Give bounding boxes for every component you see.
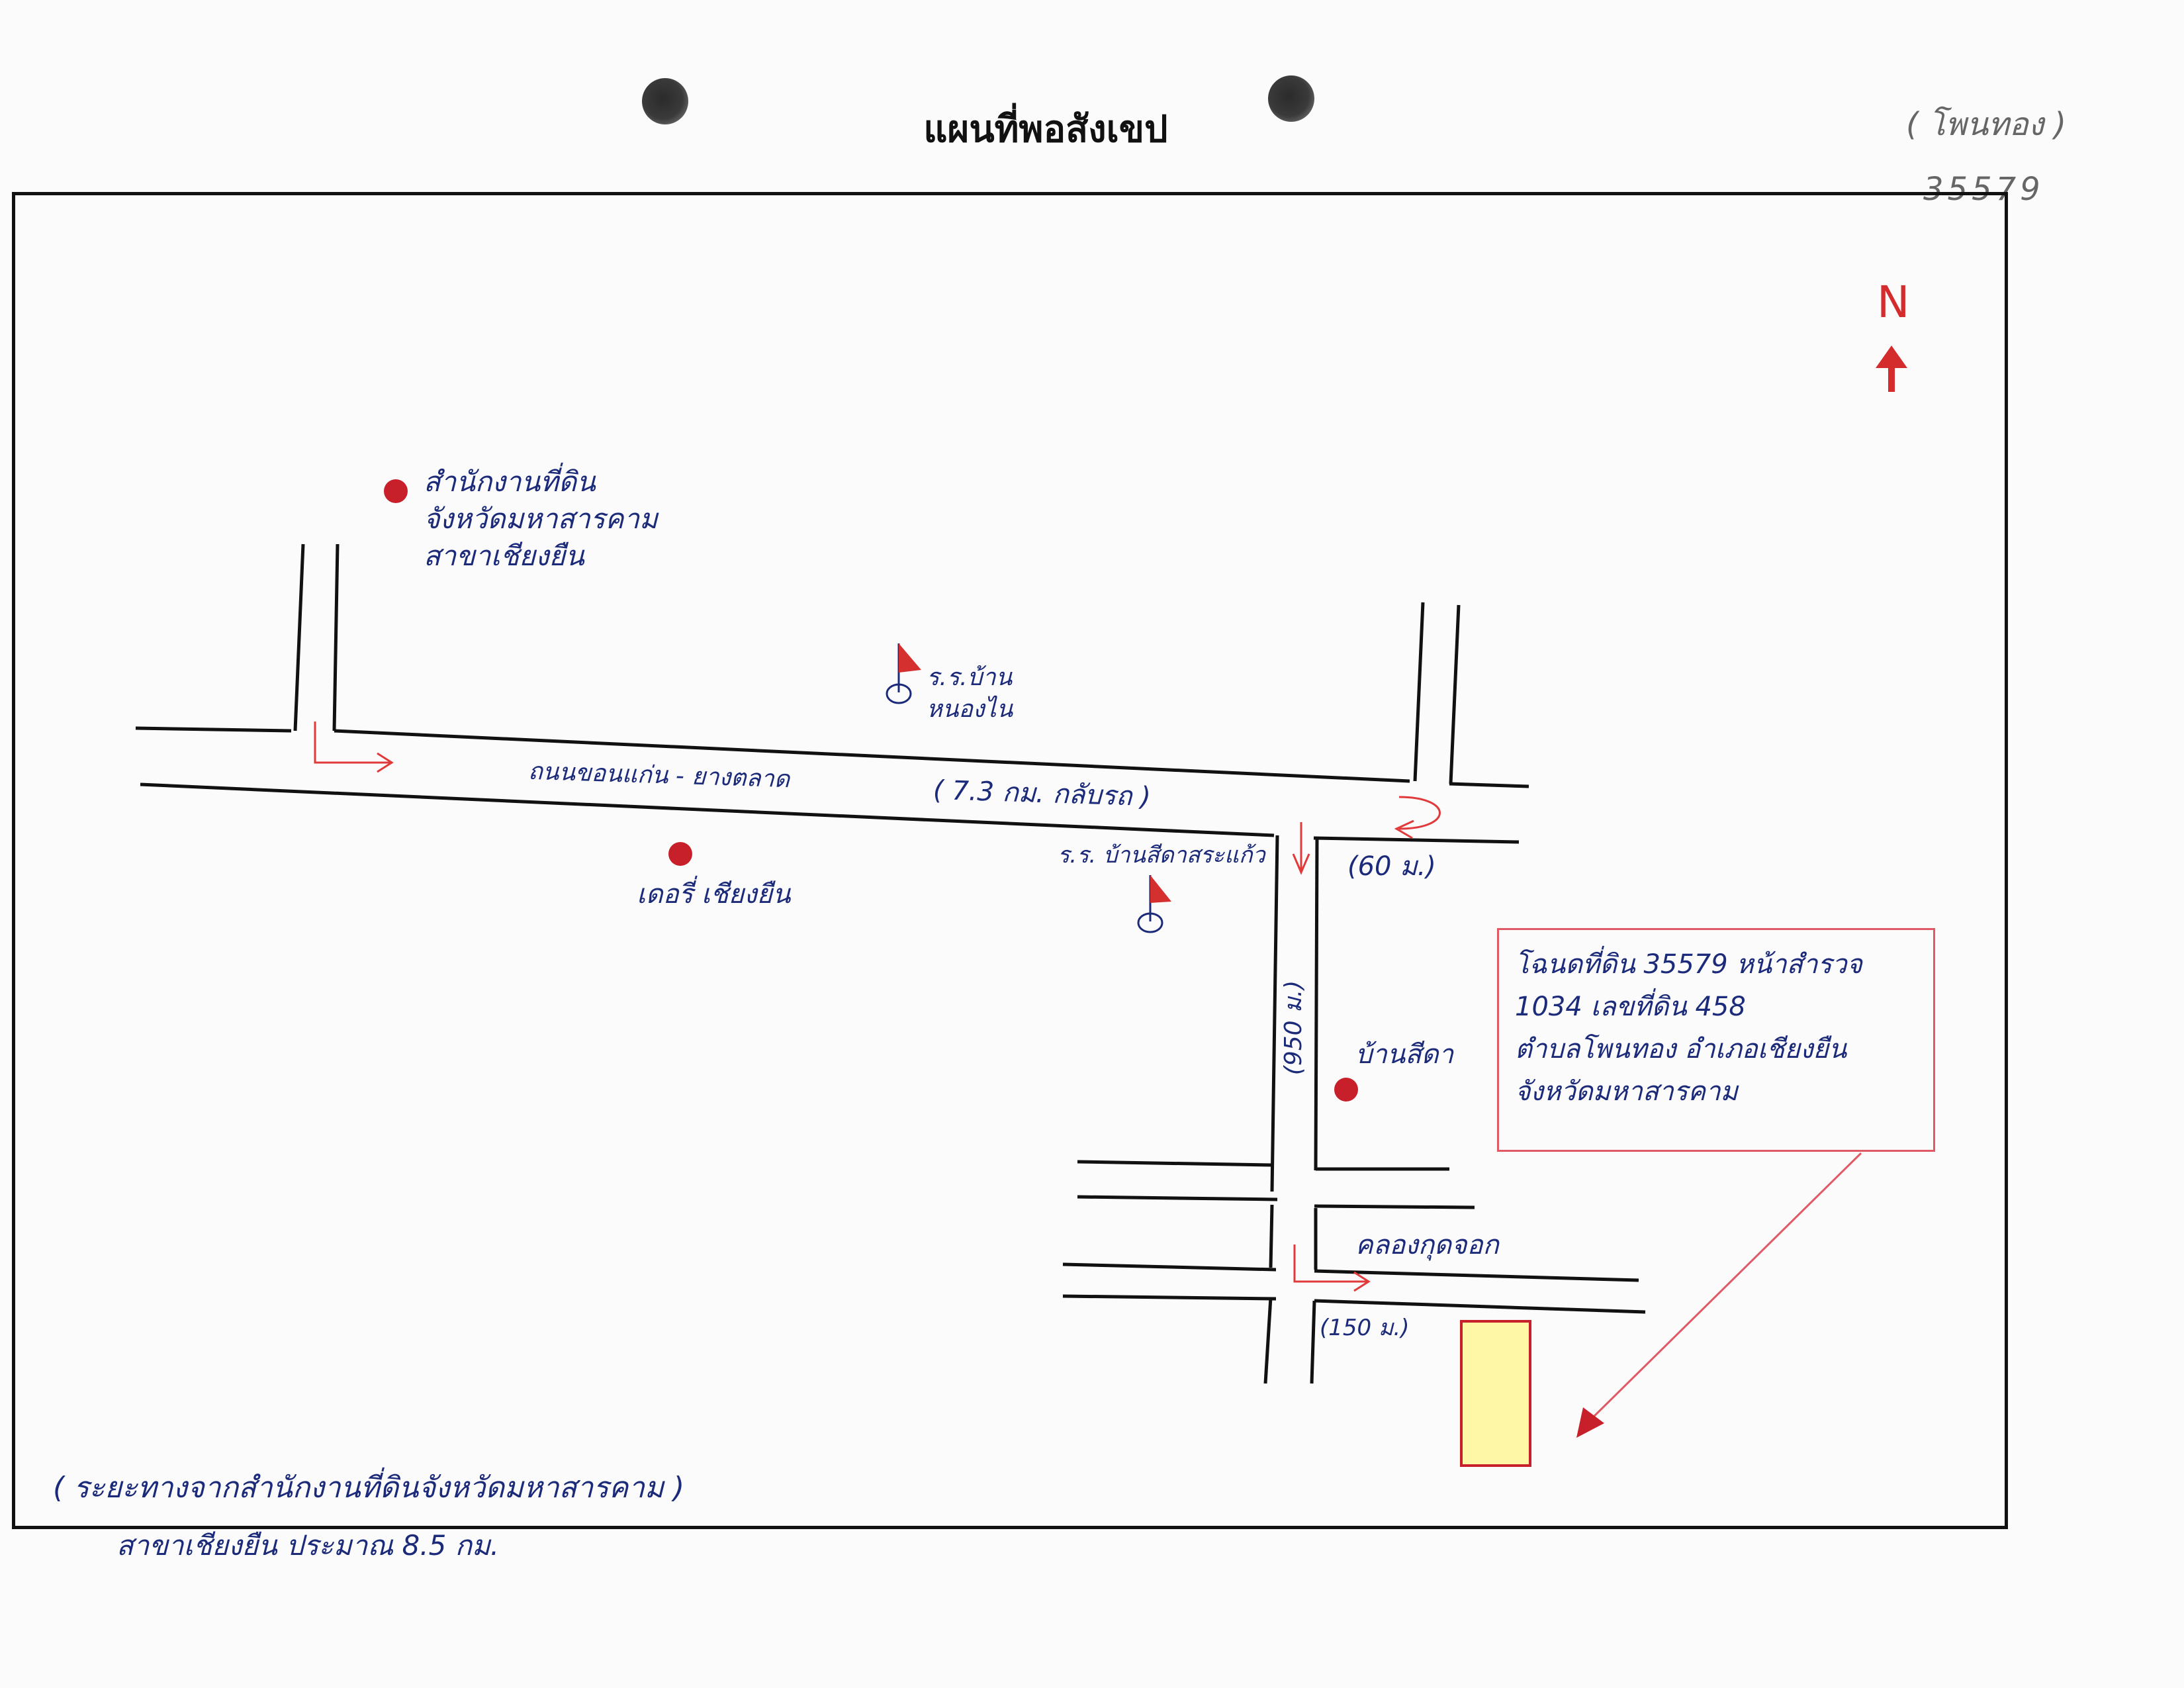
- dairy-queen-marker: [668, 842, 692, 866]
- punch-hole-right: [1268, 75, 1314, 122]
- footer-distance-note: ( ระยะทางจากสำนักงานที่ดินจังหวัดมหาสารค…: [53, 1471, 685, 1505]
- punch-hole-left: [642, 78, 688, 124]
- land-parcel-highlight: [1460, 1320, 1531, 1467]
- callout-line-1: โฉนดที่ดิน 35579 หน้าสำรวจ: [1515, 949, 1862, 980]
- school-nongnai-label: ร.ร.บ้าน หนองไน: [927, 662, 1013, 726]
- cross-roads-canal: [1062, 1160, 1646, 1314]
- callout-line-3: ตำบลโพนทอง อำเภอเชียงยืน: [1515, 1034, 1847, 1064]
- route-arrow-1: [314, 722, 394, 773]
- route-arrow-uturn: [1394, 796, 1441, 839]
- land-deed-callout: โฉนดที่ดิน 35579 หน้าสำรวจ 1034 เลขที่ดิ…: [1497, 928, 1935, 1152]
- footer-distance-value: สาขาเชียงยืน ประมาณ 8.5 กม.: [116, 1529, 500, 1562]
- distance-150m: (150 ม.): [1320, 1315, 1410, 1341]
- land-office-line-3: สาขาเชียงยืน: [424, 539, 584, 572]
- main-road-distance: ( 7.3 กม. กลับรถ ): [933, 774, 1152, 813]
- canal-label: คลองกุดจอก: [1355, 1230, 1499, 1260]
- north-arrow-icon: [1876, 346, 1907, 392]
- land-office-label: สำนักงานที่ดิน จังหวัดมหาสารคาม สาขาเชีย…: [424, 463, 658, 575]
- land-office-marker: [384, 479, 408, 503]
- school-bansida-label: ร.ร. บ้านสีดาสระแก้ว: [1058, 842, 1265, 868]
- north-label: N: [1877, 277, 1910, 328]
- school-nongnai-line-2: หนองไน: [927, 696, 1013, 723]
- route-arrow-south: [1292, 822, 1310, 875]
- callout-line-2: 1034 เลขที่ดิน 458: [1515, 992, 1746, 1022]
- corner-code-note: 35579: [1923, 171, 2044, 208]
- corner-area-note: ( โพนทอง ): [1906, 106, 2067, 143]
- page-title: แผนที่พอสังเขป: [923, 107, 1168, 151]
- school-nongnai-line-1: ร.ร.บ้าน: [927, 664, 1013, 691]
- bansida-village-marker: [1334, 1078, 1358, 1102]
- school-flag-bansida: [1137, 875, 1171, 933]
- callout-line-4: จังหวัดมหาสารคาม: [1515, 1076, 1738, 1107]
- school-flag-nongnai: [886, 643, 921, 704]
- map-frame: [12, 192, 2008, 1529]
- side-road-land-office: [293, 543, 340, 731]
- side-road-north-east: [1413, 602, 1461, 784]
- land-office-line-1: สำนักงานที่ดิน: [424, 465, 596, 498]
- bansida-village-label: บ้านสีดา: [1355, 1039, 1454, 1070]
- distance-60m: (60 ม.): [1347, 851, 1436, 882]
- distance-950m: (950 ม.): [1280, 980, 1308, 1076]
- south-road: [1263, 835, 1319, 1384]
- callout-leader-arrow: [1576, 1152, 1862, 1438]
- dairy-queen-label: เดอรี่ เชียงยืน: [637, 879, 791, 910]
- land-office-line-2: จังหวัดมหาสารคาม: [424, 502, 658, 535]
- main-road: [135, 726, 1529, 844]
- route-arrow-east: [1293, 1244, 1371, 1292]
